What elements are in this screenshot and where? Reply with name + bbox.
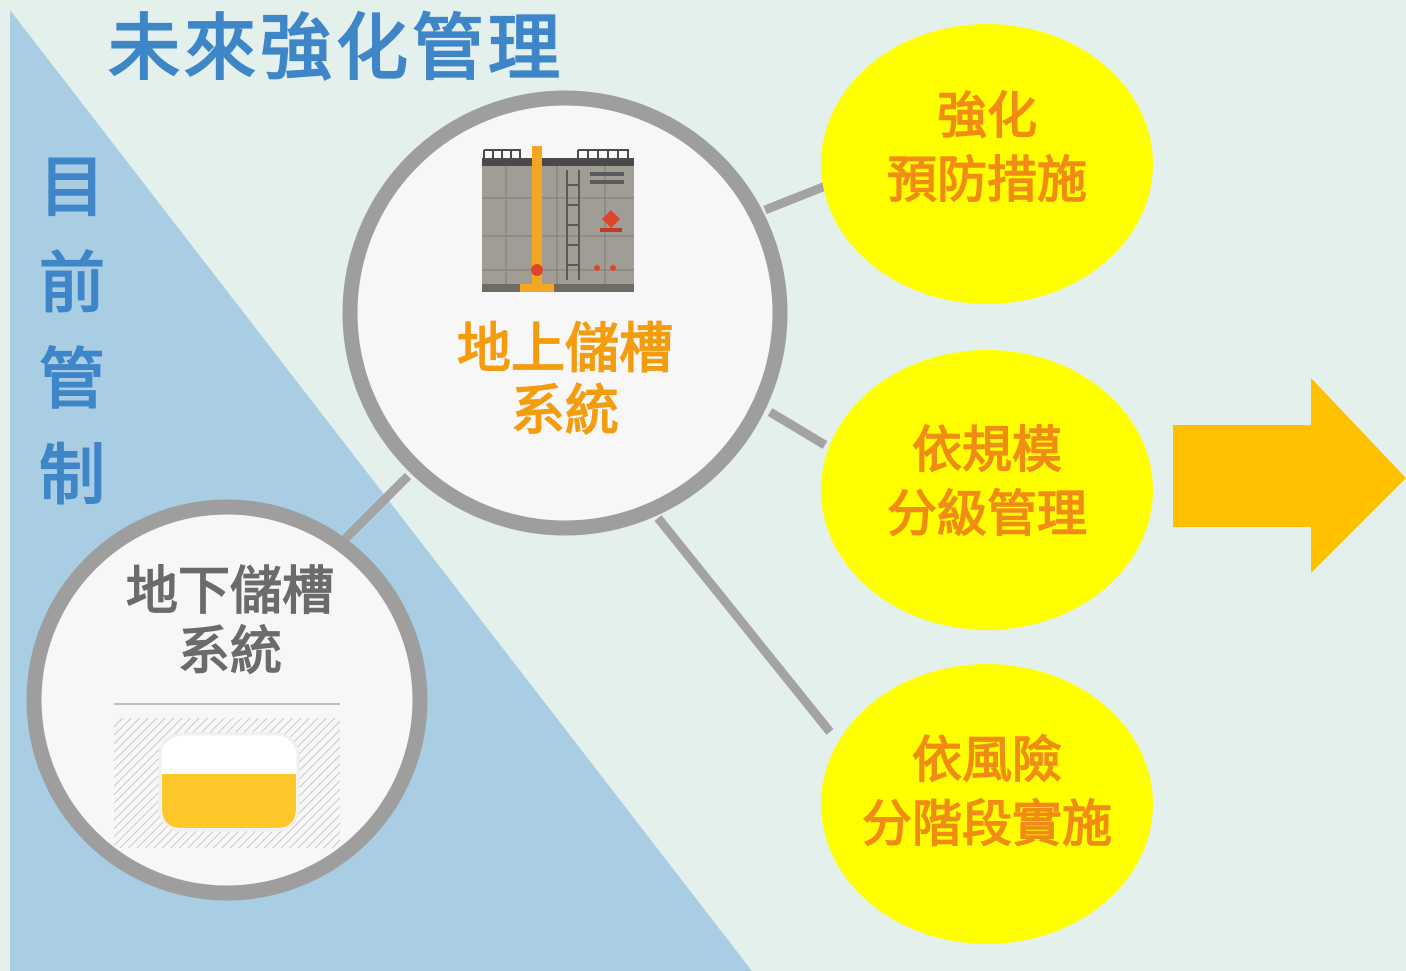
measure-scale-line-1: 依規模 xyxy=(912,421,1062,479)
connector-line-measure-3 xyxy=(654,515,834,735)
measure-risk-line-2: 分階段實施 xyxy=(862,795,1112,853)
measure-prevention-line-2: 預防措施 xyxy=(887,151,1087,209)
connector-line-measure-2 xyxy=(767,408,828,449)
measure-risk-line-1: 依風險 xyxy=(912,731,1062,789)
storage-tank-icon xyxy=(482,146,634,292)
underground-tank-label-line-2: 系統 xyxy=(177,622,282,682)
measure-scale-line-2: 分級管理 xyxy=(887,485,1087,543)
measure-prevention-label: 強化 預防措施 xyxy=(836,84,1138,212)
underground-tank-label-line-1: 地下儲槽 xyxy=(125,562,334,622)
above-ground-tank-circle xyxy=(342,90,788,536)
connector-line-underground xyxy=(334,472,412,550)
measure-ellipse-prevention xyxy=(821,24,1153,304)
above-ground-tank-label-line-2: 系統 xyxy=(511,379,619,442)
right-arrow-icon xyxy=(1173,378,1406,573)
connector-line-measure-1 xyxy=(763,180,830,215)
measure-risk-label: 依風險 分階段實施 xyxy=(826,728,1148,856)
future-management-title: 未來強化管理 xyxy=(108,6,565,90)
above-ground-tank-label: 地上儲槽 系統 xyxy=(395,318,735,442)
underground-tank-icon xyxy=(114,703,340,848)
underground-tank-label: 地下儲槽 系統 xyxy=(70,562,390,682)
measure-prevention-line-1: 強化 xyxy=(937,87,1037,145)
current-control-title: 目前管制 xyxy=(39,149,105,514)
measure-ellipse-risk xyxy=(821,664,1153,944)
measure-ellipse-scale xyxy=(821,350,1153,630)
above-ground-tank-label-line-1: 地上儲槽 xyxy=(457,317,673,380)
measure-scale-label: 依規模 分級管理 xyxy=(836,418,1138,546)
